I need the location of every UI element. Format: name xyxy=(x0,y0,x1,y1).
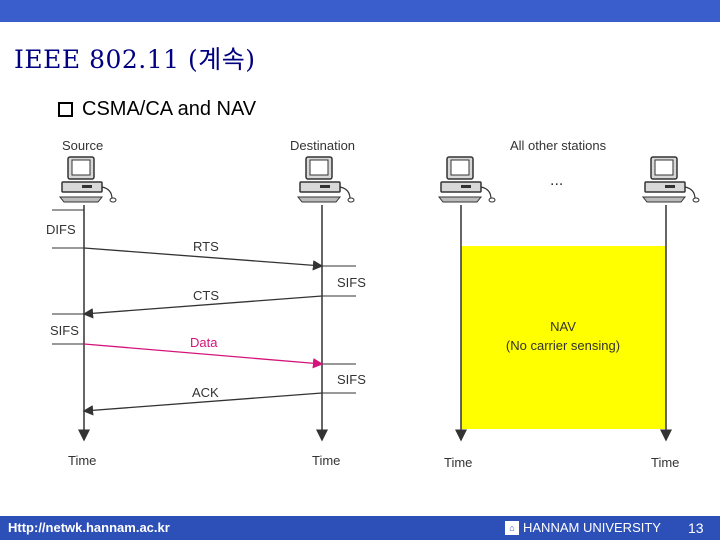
rts-arrow xyxy=(83,247,324,271)
destination-time-label: Time xyxy=(312,453,340,468)
data-label: Data xyxy=(190,335,218,350)
cts-arrow xyxy=(82,295,323,319)
ack-label: ACK xyxy=(192,385,219,400)
sifs2-label: SIFS xyxy=(50,323,79,338)
dots-label: ... xyxy=(550,172,563,189)
rts-label: RTS xyxy=(193,239,219,254)
footer-url[interactable]: Http://netwk.hannam.ac.kr xyxy=(8,520,170,535)
station-a-computer-icon xyxy=(438,156,496,203)
slide-title: IEEE 802.11 (계속) xyxy=(14,45,256,74)
nav-sublabel: (No carrier sensing) xyxy=(506,338,620,353)
footer-bar xyxy=(0,516,720,540)
university-name: HANNAM UNIVERSITY xyxy=(523,520,661,535)
cts-label: CTS xyxy=(193,288,219,303)
station-b-computer-icon xyxy=(642,156,700,203)
page-number: 13 xyxy=(688,520,704,536)
nav-region xyxy=(461,246,666,429)
bullet-text: CSMA/CA and NAV xyxy=(82,98,257,120)
nav-label: NAV xyxy=(550,319,576,334)
destination-computer-icon xyxy=(297,156,355,203)
sifs3-label: SIFS xyxy=(337,372,366,387)
top-bar xyxy=(0,0,720,22)
csma-ca-diagram: Source Destination All other stations ..… xyxy=(46,138,700,470)
footer-university: ⌂ HANNAM UNIVERSITY xyxy=(505,520,661,535)
destination-label: Destination xyxy=(290,138,355,153)
source-computer-icon xyxy=(59,156,117,203)
station-b-time-label: Time xyxy=(651,455,679,470)
others-label: All other stations xyxy=(510,138,607,153)
data-arrow xyxy=(83,343,324,369)
source-time-label: Time xyxy=(68,453,96,468)
sifs1-label: SIFS xyxy=(337,275,366,290)
difs-label: DIFS xyxy=(46,222,76,237)
ack-arrow xyxy=(82,392,323,416)
source-label: Source xyxy=(62,138,103,153)
university-logo-icon: ⌂ xyxy=(505,520,519,535)
checkbox-bullet-icon xyxy=(58,102,73,117)
bullet-item: CSMA/CA and NAV xyxy=(58,98,256,121)
station-a-time-label: Time xyxy=(444,455,472,470)
